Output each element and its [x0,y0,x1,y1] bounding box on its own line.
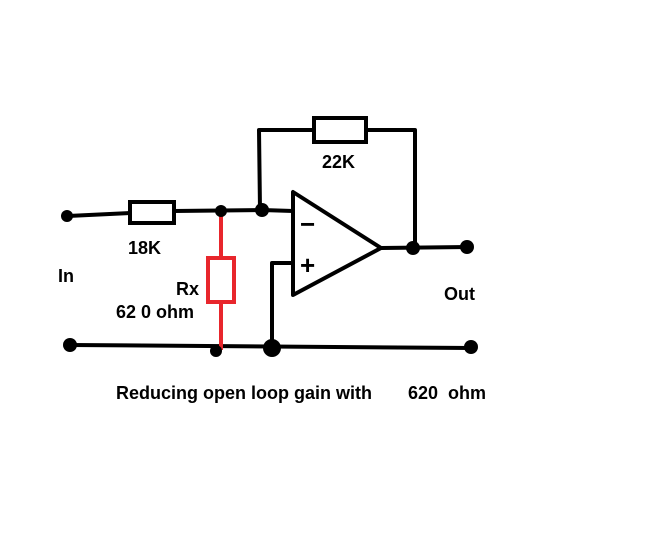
output-wire [378,245,470,250]
ground-junction [263,339,281,357]
rx-shunt [206,212,236,350]
feedback-loop-left-wire [257,128,316,212]
output-terminal-top [460,240,474,254]
label-rx-value: 62 0 ohm [116,302,194,322]
opamp-non-inverting-sign: + [300,250,315,280]
label-out: Out [444,284,475,304]
caption-text: Reducing open loop gain with [116,383,372,403]
label-18k: 18K [128,238,161,258]
input-wire [66,211,132,218]
non-inverting-input-wire [270,261,295,350]
feedback-loop-right-wire [364,128,417,250]
input-terminal-top [61,210,73,222]
caption-value: 620 ohm [408,383,486,403]
feedback-junction [255,203,269,217]
opamp-inverting-sign: − [300,209,315,239]
wires [66,128,474,350]
input-resistor-18k [128,200,176,225]
label-in: In [58,266,74,286]
output-junction [406,241,420,255]
output-terminal-bottom [464,340,478,354]
input-terminal-bottom [63,338,77,352]
label-rx: Rx [176,279,199,299]
opamp-triangle [291,190,383,297]
feedback-resistor-22k [312,116,368,144]
rx-top-junction [215,205,227,217]
junction-dots [61,203,478,357]
rx-bottom-junction [210,345,222,357]
rx-resistor [206,256,236,304]
label-22k: 22K [322,152,355,172]
